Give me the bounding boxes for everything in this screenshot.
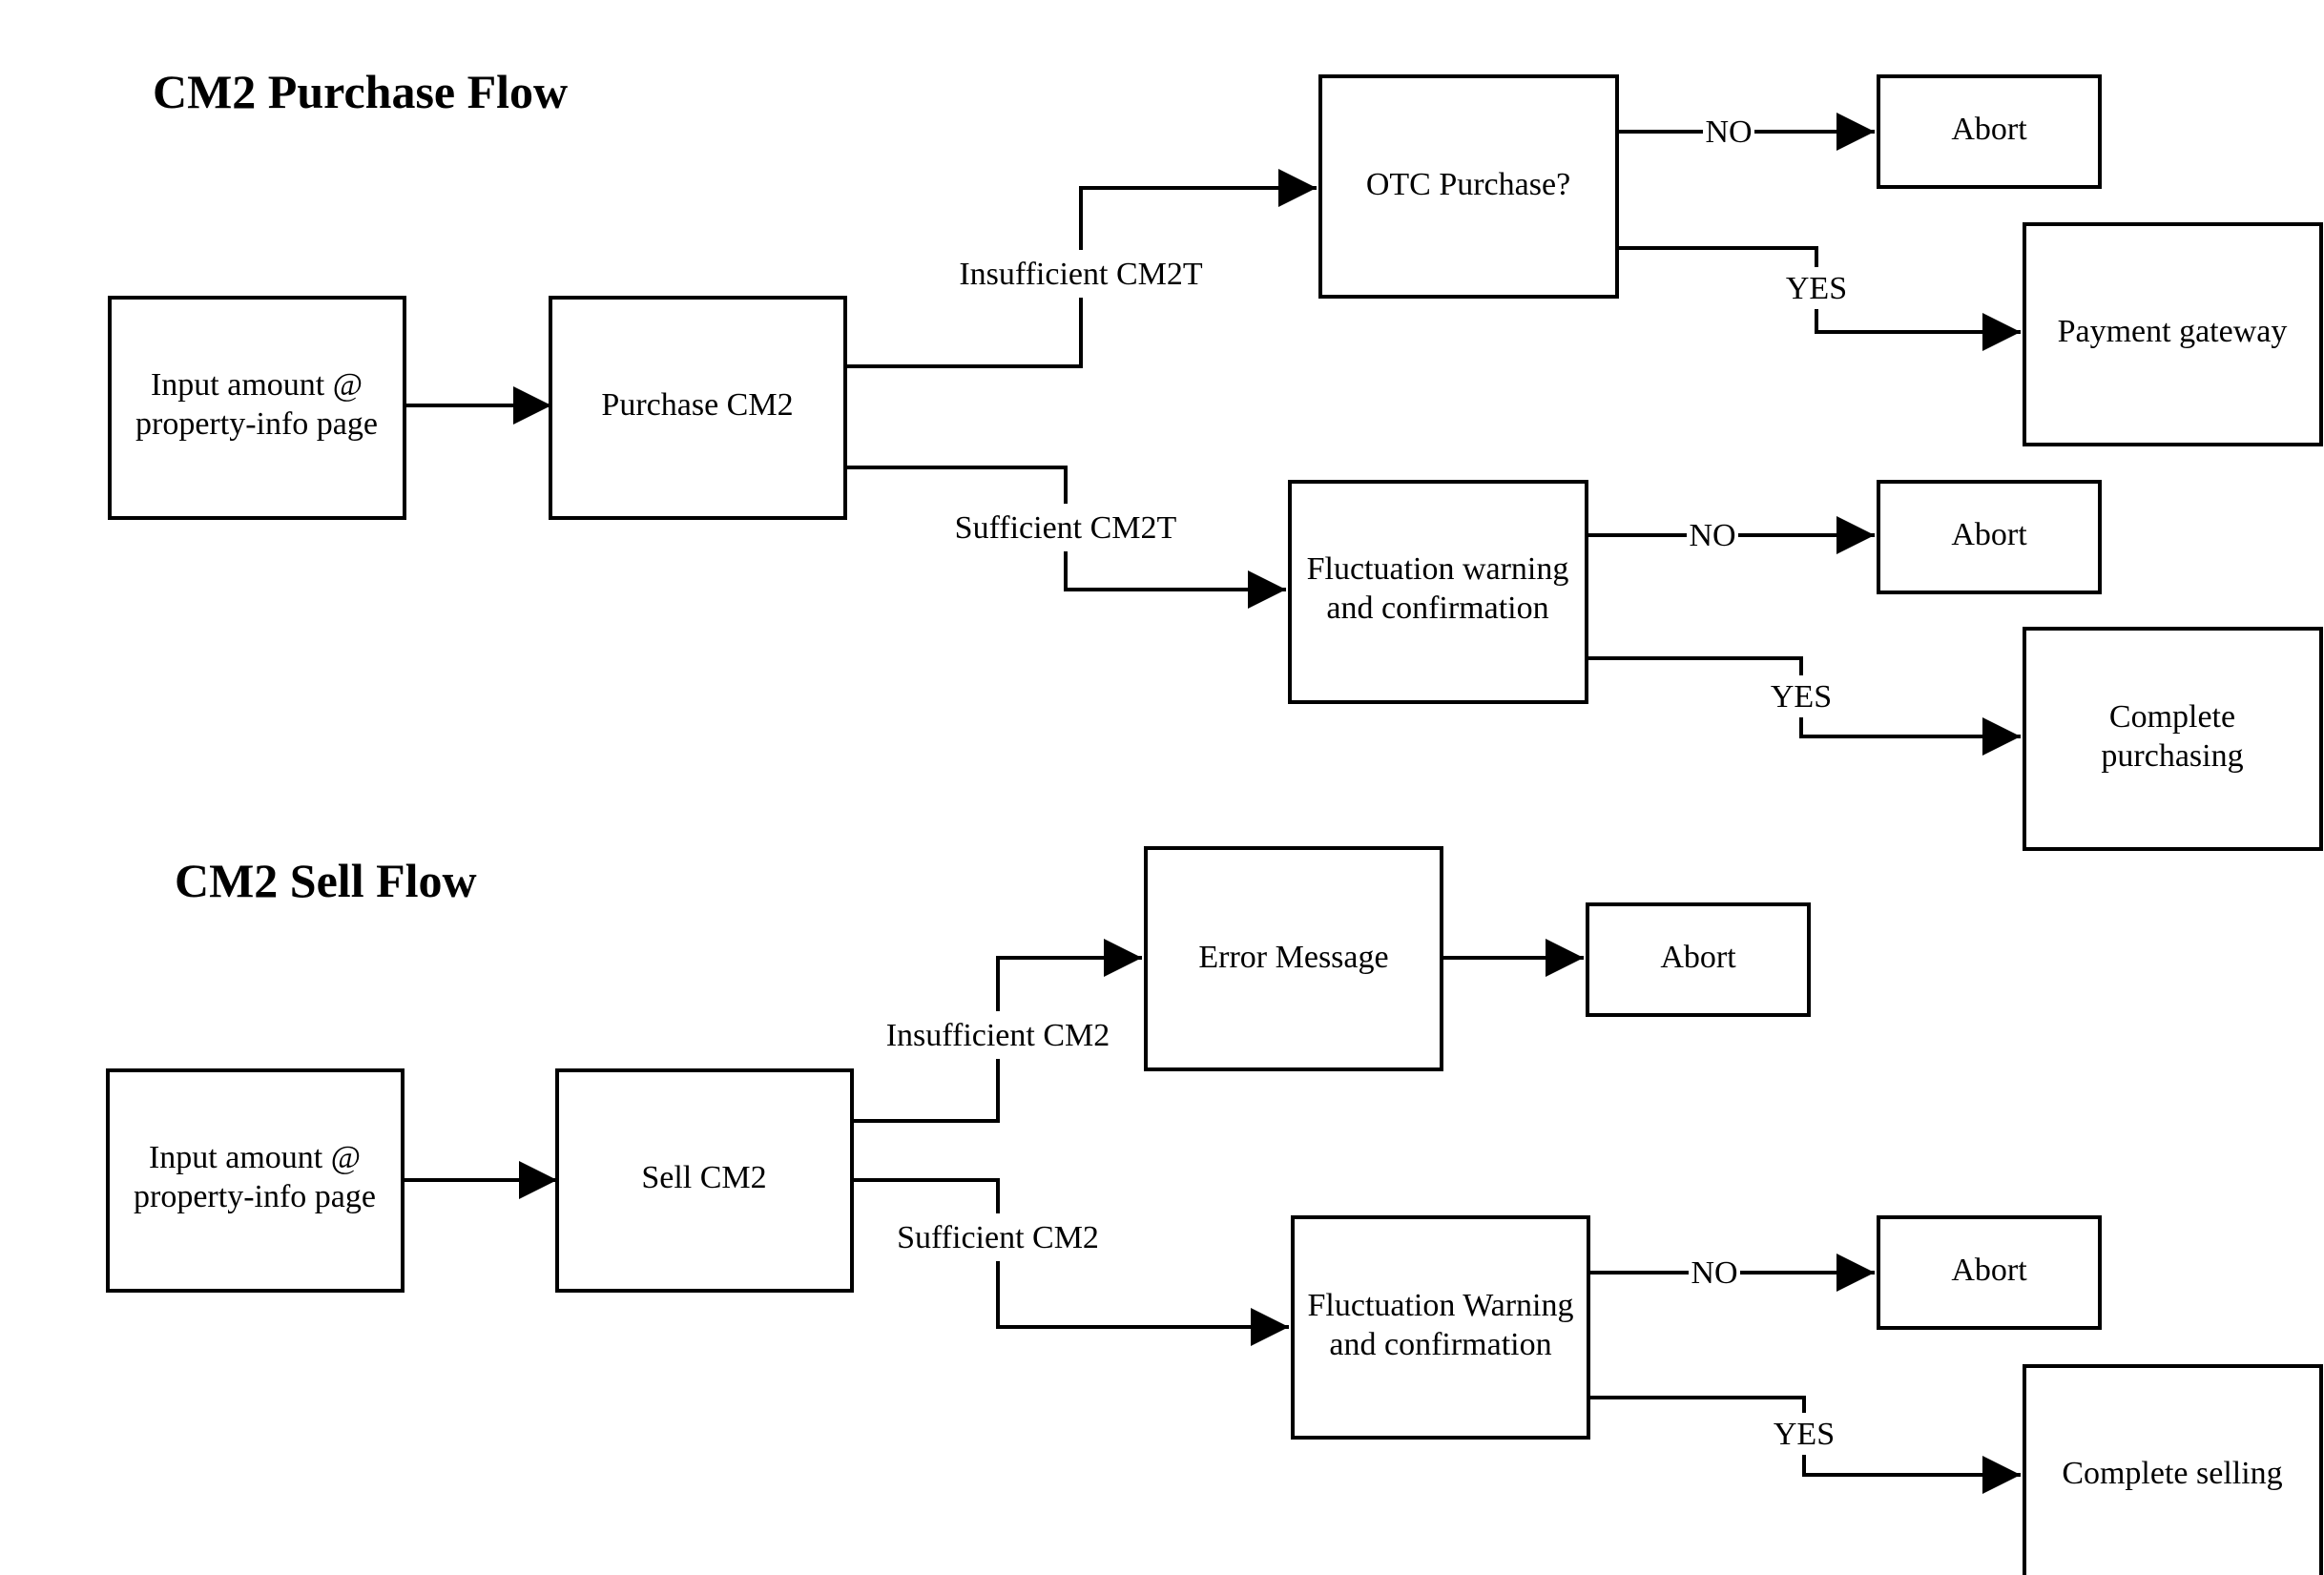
- svg-text:property-info page: property-info page: [134, 1179, 376, 1214]
- label-sufficient-cm2: Sufficient CM2: [889, 1213, 1107, 1261]
- label-otc-yes: YES: [1784, 267, 1849, 309]
- svg-text:Payment gateway: Payment gateway: [2058, 314, 2288, 349]
- node-fluctuation-warning: Fluctuation Warning and confirmation: [1291, 1215, 1590, 1440]
- node-abort-otc: Abort: [1877, 74, 2102, 189]
- node-abort-error: Abort: [1586, 902, 1811, 1017]
- node-payment-gateway: Payment gateway: [2023, 222, 2323, 446]
- svg-text:Fluctuation Warning: Fluctuation Warning: [1308, 1288, 1574, 1323]
- node-complete-selling: Complete selling: [2023, 1364, 2323, 1575]
- label-insufficient-cm2: Insufficient CM2: [868, 1011, 1128, 1059]
- label-fluct-no: NO: [1687, 514, 1738, 556]
- label-fluct-yes: YES: [1772, 1413, 1836, 1455]
- node-input-amount: Input amount @ property-info page: [106, 1068, 405, 1293]
- svg-text:Sufficient CM2T: Sufficient CM2T: [955, 510, 1177, 546]
- svg-text:Input amount @: Input amount @: [149, 1140, 361, 1175]
- svg-text:YES: YES: [1786, 271, 1847, 306]
- sell-flow-title: CM2 Sell Flow: [175, 854, 477, 907]
- svg-text:and confirmation: and confirmation: [1329, 1327, 1551, 1362]
- svg-text:and confirmation: and confirmation: [1326, 591, 1548, 626]
- svg-text:purchasing: purchasing: [2101, 738, 2243, 774]
- node-fluctuation-warning: Fluctuation warning and confirmation: [1288, 480, 1588, 704]
- node-complete-purchasing: Complete purchasing: [2023, 627, 2323, 851]
- svg-text:property-info page: property-info page: [135, 406, 378, 442]
- svg-text:NO: NO: [1691, 1255, 1737, 1291]
- svg-text:Abort: Abort: [1951, 517, 2027, 552]
- svg-text:Abort: Abort: [1660, 940, 1736, 975]
- svg-text:Complete selling: Complete selling: [2062, 1456, 2282, 1491]
- node-abort-fluctuation: Abort: [1877, 480, 2102, 594]
- node-otc-purchase: OTC Purchase?: [1318, 74, 1619, 299]
- node-purchase-cm2: Purchase CM2: [549, 296, 847, 520]
- svg-text:Sufficient CM2: Sufficient CM2: [897, 1220, 1099, 1255]
- node-sell-cm2: Sell CM2: [555, 1068, 854, 1293]
- svg-text:YES: YES: [1771, 679, 1832, 715]
- svg-text:Fluctuation warning: Fluctuation warning: [1307, 551, 1569, 587]
- label-fluct-yes: YES: [1769, 675, 1834, 717]
- label-sufficient-cm2t: Sufficient CM2T: [949, 504, 1182, 551]
- purchase-flow-title: CM2 Purchase Flow: [153, 65, 568, 118]
- svg-text:Abort: Abort: [1951, 1253, 2027, 1288]
- svg-text:Purchase CM2: Purchase CM2: [601, 387, 793, 423]
- svg-text:NO: NO: [1689, 518, 1735, 553]
- label-fluct-no: NO: [1689, 1252, 1740, 1294]
- node-error-message: Error Message: [1144, 846, 1443, 1071]
- svg-text:Abort: Abort: [1951, 112, 2027, 147]
- svg-text:Error Message: Error Message: [1198, 940, 1388, 975]
- node-abort-fluctuation: Abort: [1877, 1215, 2102, 1330]
- svg-text:NO: NO: [1705, 114, 1752, 150]
- svg-text:Sell CM2: Sell CM2: [641, 1160, 766, 1195]
- svg-text:OTC Purchase?: OTC Purchase?: [1366, 167, 1570, 202]
- node-input-amount: Input amount @ property-info page: [108, 296, 406, 520]
- label-insufficient-cm2t: Insufficient CM2T: [954, 250, 1208, 298]
- svg-text:YES: YES: [1774, 1417, 1835, 1452]
- svg-text:Complete: Complete: [2109, 699, 2235, 735]
- sell-flow: CM2 Sell Flow Insufficient CM2 Sufficien…: [106, 846, 2323, 1575]
- svg-text:Insufficient CM2: Insufficient CM2: [886, 1018, 1110, 1053]
- svg-text:Input amount @: Input amount @: [151, 367, 363, 403]
- label-otc-no: NO: [1703, 111, 1754, 153]
- svg-text:Insufficient CM2T: Insufficient CM2T: [959, 257, 1203, 292]
- purchase-flow: CM2 Purchase Flow Insufficient CM2T Suff…: [108, 65, 2323, 851]
